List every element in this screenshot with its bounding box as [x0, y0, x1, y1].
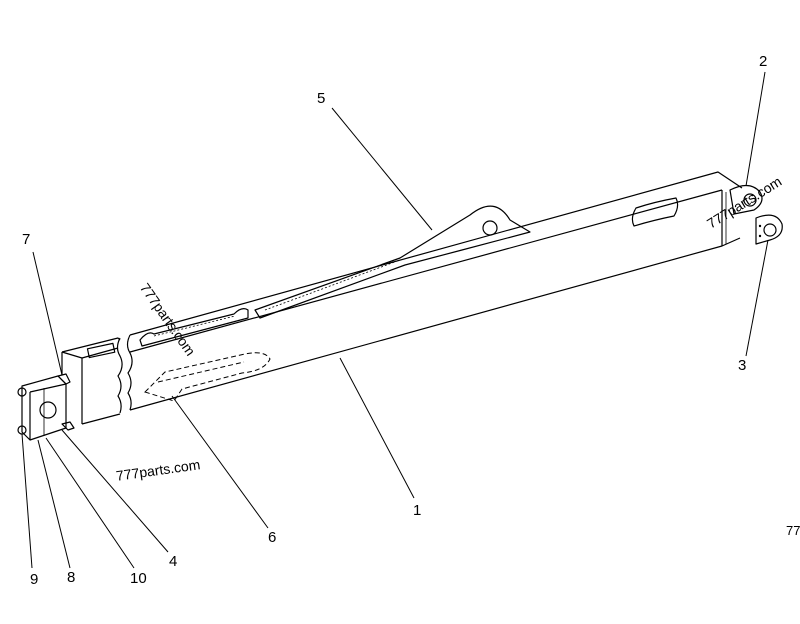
callout-2: 2 — [759, 53, 768, 70]
hidden-part-6 — [144, 352, 271, 402]
callout-4: 4 — [169, 553, 178, 570]
beam-left-end — [61, 337, 121, 425]
callout-3: 3 — [738, 357, 747, 374]
pin-boss-2 — [743, 193, 757, 207]
bore-hole — [39, 401, 57, 419]
bolt-9-top — [17, 387, 27, 397]
callout-9: 9 — [30, 571, 39, 588]
callout-6: 6 — [268, 529, 277, 546]
callout-7: 7 — [22, 231, 31, 248]
end-block — [17, 373, 75, 441]
pin-bosses — [729, 184, 783, 245]
leader-lines — [21, 71, 769, 569]
callout-10: 10 — [130, 570, 147, 587]
corner-text: 77 — [786, 523, 800, 538]
pin-boss-3 — [763, 223, 777, 237]
beam-part-1 — [116, 171, 743, 414]
rail-part-5 — [139, 205, 531, 347]
callout-1: 1 — [413, 502, 422, 519]
callout-5: 5 — [317, 90, 326, 107]
callout-8: 8 — [67, 569, 76, 586]
